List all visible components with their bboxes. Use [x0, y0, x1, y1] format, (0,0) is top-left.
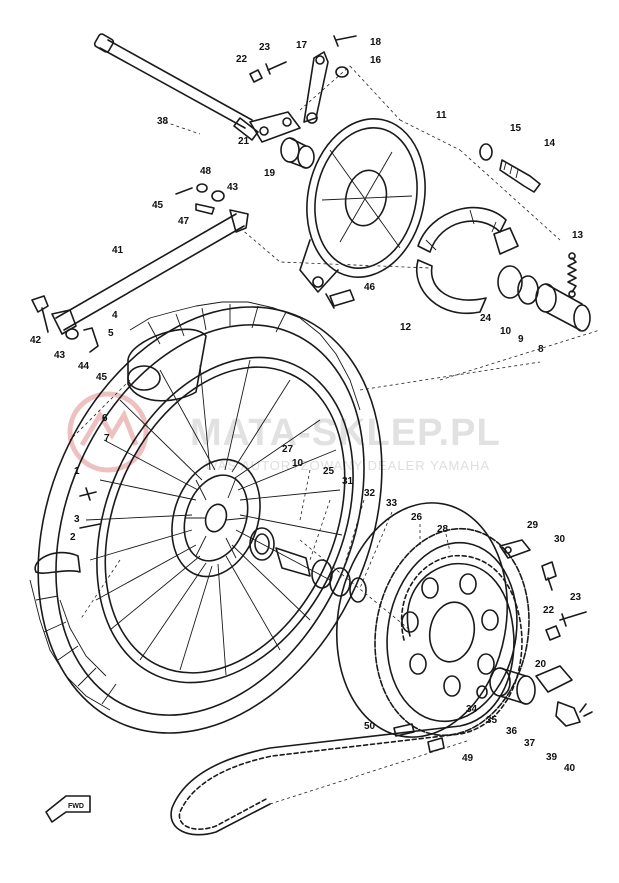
callout-27: 27: [282, 444, 294, 455]
callout-14: 14: [544, 138, 556, 149]
callout-5: 5: [108, 328, 114, 339]
bolt-23-top: [265, 61, 287, 75]
nut-22-top: [249, 69, 263, 83]
callout-18: 18: [370, 37, 382, 48]
callout-43-top: 43: [227, 182, 239, 193]
inner-tube: [127, 328, 207, 402]
callout-31: 31: [342, 476, 354, 487]
callout-12: 12: [400, 322, 412, 333]
callout-33: 33: [386, 498, 398, 509]
rear-axle: [93, 33, 259, 141]
bolt-23-lower: [559, 611, 587, 627]
callout-3: 3: [74, 514, 80, 525]
wheel-spokes: [85, 359, 343, 676]
rod-fasteners-bottom: [31, 295, 99, 353]
nut-22-lower: [545, 625, 561, 641]
callout-1: 1: [74, 466, 80, 477]
valve-parts: [79, 487, 101, 529]
callout-36: 36: [506, 726, 518, 737]
callout-38: 38: [157, 116, 169, 127]
callout-34: 34: [466, 704, 478, 715]
brake-spring: [567, 252, 577, 298]
callout-28: 28: [437, 524, 449, 535]
callout-6: 6: [102, 413, 108, 424]
callout-37: 37: [524, 738, 536, 749]
callout-44: 44: [78, 361, 90, 372]
collar: [280, 137, 315, 169]
callout-29: 29: [527, 520, 539, 531]
brake-shoe-plate: [299, 118, 426, 293]
rod-fasteners-top: [175, 183, 225, 215]
callout-22-top: 22: [236, 54, 248, 65]
callout-25: 25: [323, 466, 335, 477]
rear-wheel: [29, 301, 383, 734]
callout-45-bottom: 45: [96, 372, 108, 383]
fwd-label: FWD: [68, 803, 84, 810]
chain-adjuster-plate: [249, 111, 301, 143]
callout-35: 35: [486, 715, 498, 726]
sprocket-lock-plate: [499, 539, 557, 591]
tire-tread: [29, 301, 361, 711]
callout-8: 8: [538, 344, 544, 355]
forward-direction-arrow: FWD: [45, 795, 91, 823]
brake-cam: [479, 143, 541, 193]
watermark-subtitle: WAS AUTORYZOWANY DEALER YAMAHA: [205, 458, 490, 473]
watermark-title: MATA-SKLEP.PL: [190, 412, 501, 454]
callout-39: 39: [546, 752, 558, 763]
callout-41: 41: [112, 245, 124, 256]
callout-47: 47: [178, 216, 190, 227]
callout-21: 21: [238, 136, 250, 147]
callout-10-top: 10: [500, 326, 512, 337]
callout-43-bottom: 43: [54, 350, 66, 361]
callout-15: 15: [510, 123, 522, 134]
sprocket-holes: [401, 573, 499, 697]
callout-24: 24: [480, 313, 492, 324]
sprocket-hub-disc: [335, 502, 509, 738]
watermark: MATA-SKLEP.PL WAS AUTORYZOWANY DEALER YA…: [67, 391, 501, 473]
callout-50: 50: [364, 721, 376, 732]
callout-17: 17: [296, 40, 308, 51]
callout-48: 48: [200, 166, 212, 177]
callout-46: 46: [364, 282, 376, 293]
callout-7: 7: [104, 433, 110, 444]
callout-22-lower: 22: [543, 605, 555, 616]
callout-40: 40: [564, 763, 576, 774]
hub-bearings: [249, 527, 367, 603]
callout-30: 30: [554, 534, 566, 545]
torque-arm: [303, 35, 357, 124]
callout-42: 42: [30, 335, 42, 346]
callout-49: 49: [462, 753, 474, 764]
callout-16: 16: [370, 55, 382, 66]
brake-rod: [51, 209, 249, 335]
watermark-logo-ring: [67, 391, 149, 473]
watermark-logo-mark: [79, 409, 139, 447]
callout-labels: 38 22 23 17 18 16 21 19 11 15 14 48 43 4…: [30, 37, 584, 774]
rear-sprocket: [374, 527, 530, 737]
callout-19: 19: [264, 168, 276, 179]
axle-spacers: [497, 265, 591, 332]
callout-26: 26: [411, 512, 423, 523]
callout-13: 13: [572, 230, 584, 241]
callout-45-top: 45: [152, 200, 164, 211]
callout-2: 2: [70, 532, 76, 543]
callout-9: 9: [518, 334, 524, 345]
drive-chain: [170, 554, 523, 836]
callout-32: 32: [364, 488, 376, 499]
callout-23-top: 23: [259, 42, 271, 53]
callout-23-lower: 23: [570, 592, 582, 603]
callout-11: 11: [436, 110, 447, 121]
brake-shoes: [415, 206, 519, 315]
leader-lines: [69, 65, 601, 805]
callout-10-mid: 10: [292, 458, 304, 469]
tire-section: [34, 551, 81, 574]
brake-pin: [325, 289, 355, 309]
callout-4: 4: [112, 310, 118, 321]
callout-20: 20: [535, 659, 547, 670]
